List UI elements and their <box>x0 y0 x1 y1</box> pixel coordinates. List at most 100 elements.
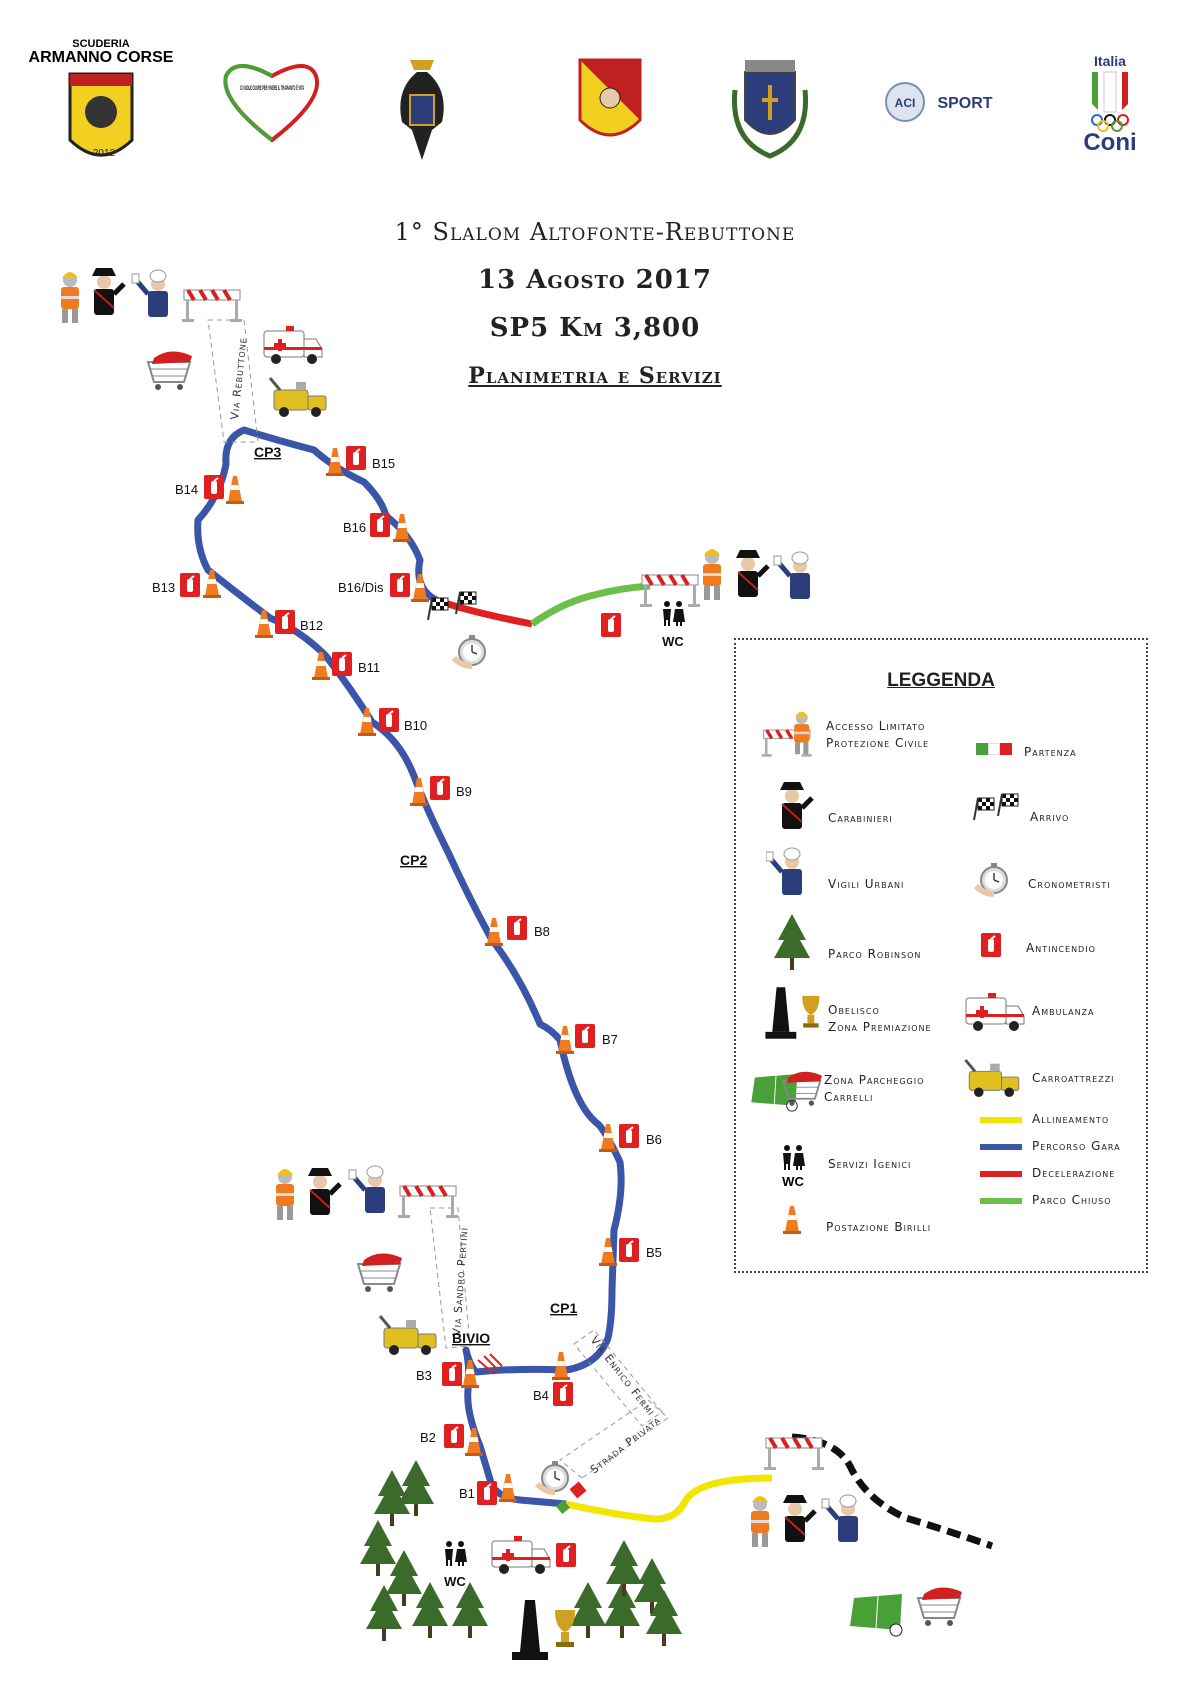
station-b15: B15 <box>326 445 395 476</box>
b16-dis-label: B16/Dis <box>338 580 384 595</box>
b5-label: B5 <box>646 1245 662 1260</box>
title-line-1: 1° Slalom Altofonte-Rebuttone <box>394 218 796 246</box>
scuderia-year-text: 2012 <box>93 148 116 159</box>
b1-label: B1 <box>459 1486 475 1501</box>
percorso-swatch <box>980 1143 1022 1150</box>
barrier-parco-chiuso <box>638 573 702 609</box>
b14-label: B14 <box>175 482 198 497</box>
cp1-label: CP1 <box>550 1300 577 1316</box>
cart-pertini <box>357 1252 403 1293</box>
legend-parco-chiuso: Parco Chiuso <box>980 1192 1112 1209</box>
b9-label: B9 <box>456 784 472 799</box>
antincendio-parco-chiuso <box>600 612 622 638</box>
street-via-pertini: Via Sandro Pertini <box>429 1207 471 1349</box>
b2-label: B2 <box>420 1430 436 1445</box>
legend-ambulanza-label: Ambulanza <box>1032 1003 1095 1018</box>
logo-heart: CI VUOLE CUORE PER VIVERE IL TRAPIANTO È… <box>223 64 319 143</box>
station-b5: B5 <box>599 1237 662 1266</box>
title-line-4: Planimetria e Servizi <box>468 363 722 389</box>
legend-accesso-label: Accesso Limitato <box>826 719 926 733</box>
wc-park: WC <box>444 1541 467 1589</box>
antincendio-park <box>555 1542 577 1568</box>
station-b3: B3 <box>416 1360 479 1388</box>
legend-carrelli-label: Carrelli <box>824 1090 874 1104</box>
tow-pertini <box>378 1314 438 1357</box>
b11-label: B11 <box>358 660 380 675</box>
legend-allineamento: Allineamento <box>980 1111 1109 1128</box>
station-b16: B16 <box>343 512 411 542</box>
cp2-label: CP2 <box>400 852 427 868</box>
parking-cart-icon <box>750 1070 822 1112</box>
partenza-red-swatch <box>1000 742 1012 755</box>
barrier-worker-icon <box>760 711 814 759</box>
station-b7: B7 <box>556 1023 618 1054</box>
legend-percorso-label: Percorso Gara <box>1032 1139 1121 1153</box>
legend-arrivo-label: Arrivo <box>1030 809 1070 824</box>
legend-decelerazione: Decelerazione <box>980 1165 1115 1182</box>
legend-antincendio: Antincendio <box>976 928 1096 962</box>
aci-text: ACI <box>895 96 916 110</box>
legend-servizi-label: Servizi Igenici <box>828 1156 912 1171</box>
station-b12: B12 <box>255 609 323 638</box>
extinguisher-icon <box>980 932 1002 958</box>
legend-protezione-label: Protezione Civile <box>826 736 930 750</box>
route-parco-chiuso <box>529 582 651 627</box>
route-percorso-gara <box>194 426 625 1508</box>
route-allineamento <box>565 1474 773 1523</box>
tree-icon <box>774 914 810 970</box>
station-b8: B8 <box>485 915 550 946</box>
strada-privata-label: Strada Privata <box>588 1413 664 1476</box>
legend-title: LEGGENDA <box>887 670 995 691</box>
stopwatch-icon <box>970 860 1014 900</box>
station-b9: B9 <box>410 775 472 806</box>
b4-label: B4 <box>533 1388 549 1403</box>
legend-vigili: Vigili Urbani <box>766 846 904 902</box>
heart-logo-text: CI VUOLE CUORE PER VIVERE IL TRAPIANTO È… <box>240 84 304 92</box>
street-via-fermi: Via Enrico Fermi <box>573 1329 663 1427</box>
wc-top: WC <box>662 601 685 649</box>
legend-carabinieri: Carabinieri <box>770 780 893 836</box>
bivio-label: BIVIO <box>452 1330 490 1346</box>
station-b6: B6 <box>599 1123 662 1152</box>
cone-icon <box>783 1206 801 1234</box>
sport-text: SPORT <box>937 95 992 112</box>
b8-label: B8 <box>534 924 550 939</box>
parking-start <box>849 1586 963 1637</box>
ambulance-icon <box>965 992 1025 1032</box>
wc-top-label: WC <box>662 634 684 649</box>
station-b16-dis: B16/Dis <box>338 572 429 602</box>
legend-arrivo: Arrivo <box>968 790 1069 830</box>
obelisco <box>512 1600 575 1660</box>
legend-parco-robinson-label: Parco Robinson <box>828 946 922 961</box>
staff-finish <box>703 549 810 600</box>
legend-ambulanza: Ambulanza <box>962 990 1095 1032</box>
legend-decelerazione-label: Decelerazione <box>1032 1166 1116 1180</box>
legend-parco-chiuso-label: Parco Chiuso <box>1032 1193 1112 1207</box>
station-b13: B13 <box>152 570 221 598</box>
scuderia-name-text: ARMANNO CORSE <box>29 49 174 66</box>
via-fermi-label: Via Enrico Fermi <box>588 1334 658 1419</box>
legend-postazione: Postazione Birilli <box>780 1202 931 1238</box>
barrier-start <box>762 1436 826 1472</box>
legend-partenza: Partenza <box>976 736 1077 761</box>
legend-cronometristi-label: Cronometristi <box>1028 876 1111 891</box>
legend-parco-robinson: Parco Robinson <box>770 912 921 972</box>
parco-chiuso-swatch <box>980 1197 1022 1204</box>
station-b10: B10 <box>358 707 427 736</box>
b6-label: B6 <box>646 1132 662 1147</box>
route-decelerazione <box>434 596 533 628</box>
b10-label: B10 <box>404 718 427 733</box>
scuderia-top-text: SCUDERIA <box>72 38 130 50</box>
station-b14: B14 <box>175 474 244 504</box>
staff-start <box>751 1495 858 1547</box>
legend-percorso: Percorso Gara <box>980 1138 1121 1155</box>
partenza-green-swatch <box>976 742 988 755</box>
station-b11: B11 <box>312 651 380 680</box>
logo-sicily <box>578 58 642 137</box>
legend-carroattrezzi-label: Carroattrezzi <box>1032 1070 1115 1085</box>
station-b4: B4 <box>533 1352 574 1407</box>
b3-label: B3 <box>416 1368 432 1383</box>
